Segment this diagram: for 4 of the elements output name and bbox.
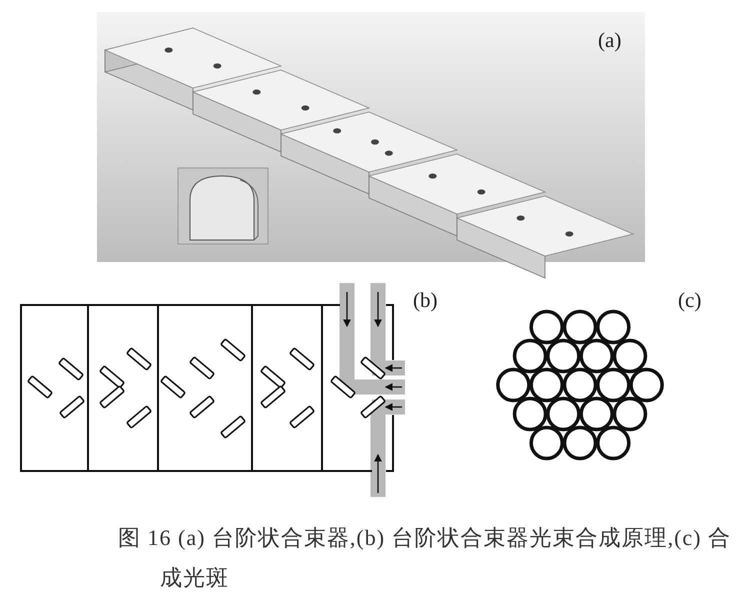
panel-label: (c)	[678, 288, 702, 313]
figure-caption: 图 16 (a) 台阶状合束器,(b) 台阶状合束器光束合成原理,(c) 合成光斑	[118, 524, 732, 592]
panel-label: (b)	[413, 288, 438, 313]
panel-label: (a)	[598, 28, 622, 53]
